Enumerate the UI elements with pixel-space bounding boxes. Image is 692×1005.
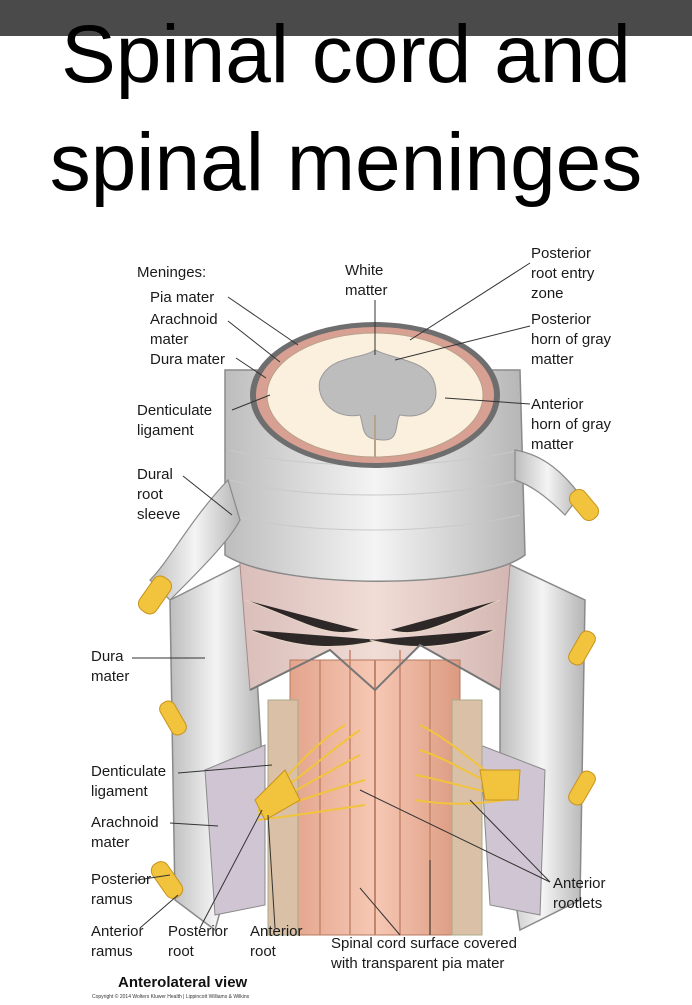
top-bar: [0, 0, 692, 36]
label-spinal-cord-surface: Spinal cord surface covered with transpa…: [331, 935, 517, 972]
trabeculae: [244, 599, 501, 648]
copyright-line: Copyright © 2014 Wolters Kluwer Health |…: [92, 994, 250, 1000]
title-line-1: Spinal cord and: [61, 9, 631, 100]
label-dura-mater-top: Dura mater: [150, 351, 226, 368]
label-white-matter: White matter: [345, 262, 388, 299]
label-posterior-root-entry-zone: Posterior root entry zone: [531, 245, 595, 302]
label-anterior-horn: Anterior horn of gray matter: [531, 396, 612, 453]
figure-caption: Anterolateral view: [118, 974, 248, 991]
spinal-cord-columns: [267, 650, 483, 936]
leader-lines: [132, 262, 551, 936]
label-arachnoid-mater-top: Arachnoid mater: [150, 311, 218, 348]
label-anterior-rootlets: Anterior rootlets: [553, 875, 606, 912]
label-pia-mater: Pia mater: [150, 289, 215, 306]
spinal-nerve-stubs: [137, 488, 600, 899]
label-meninges: Meninges:: [137, 264, 207, 281]
label-posterior-root: Posterior root: [168, 923, 229, 960]
label-dural-root-sleeve: Dural root sleeve: [137, 466, 181, 523]
cord-cross-section: [250, 322, 500, 468]
label-anterior-ramus: Anterior ramus: [91, 923, 144, 960]
label-arachnoid-mater-bottom: Arachnoid mater: [91, 814, 159, 851]
label-anterior-root: Anterior root: [250, 923, 303, 960]
label-denticulate-ligament-top: Denticulate ligament: [137, 402, 213, 439]
label-posterior-ramus: Posterior ramus: [91, 871, 152, 908]
label-posterior-horn: Posterior horn of gray matter: [531, 311, 612, 368]
title-line-2: spinal meninges: [49, 117, 643, 208]
label-denticulate-ligament-bottom: Denticulate ligament: [91, 763, 167, 800]
label-dura-mater-side: Dura mater: [91, 648, 130, 685]
